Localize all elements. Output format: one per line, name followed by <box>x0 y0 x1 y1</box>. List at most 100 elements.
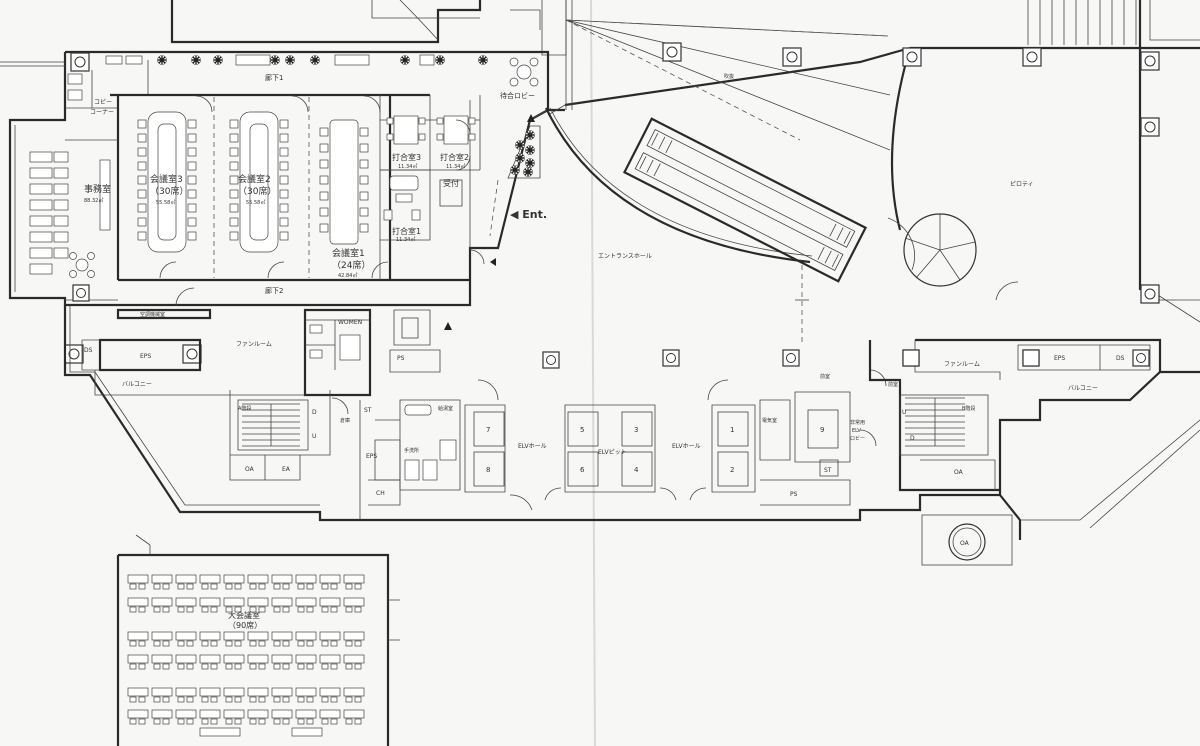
chair <box>177 718 185 725</box>
top-structures <box>170 0 1200 56</box>
chair <box>258 696 266 703</box>
copy-corner-label-2: コーナー <box>90 109 114 116</box>
control-room-label: 空調機械室 <box>140 311 165 318</box>
elevator-8-label: 8 <box>486 466 490 474</box>
desk <box>127 654 149 664</box>
desk <box>151 709 173 719</box>
chair <box>321 718 329 725</box>
electric-room-label: 電気室 <box>762 417 777 424</box>
chair <box>297 718 305 725</box>
chair <box>321 606 329 613</box>
chair <box>138 718 146 725</box>
stair-a-down-label: D <box>312 409 317 416</box>
desk <box>151 597 173 607</box>
desk <box>199 709 221 719</box>
chair <box>129 663 137 670</box>
elevator-5-label: 5 <box>580 426 584 434</box>
desk <box>343 597 365 607</box>
meeting2-area-label: 11.34㎡ <box>446 163 465 170</box>
chair <box>138 640 146 647</box>
conf3-area-label: 55.58㎡ <box>156 199 175 206</box>
elv-pit-label: ELVピット <box>598 449 627 456</box>
desk <box>175 597 197 607</box>
office-area-label: 88.32㎡ <box>84 197 103 204</box>
corridor-1-label: 廊下1 <box>265 73 283 82</box>
oa-left-label: OA <box>245 466 255 473</box>
chair <box>282 718 290 725</box>
paper-fold <box>590 0 596 746</box>
oa-circle-label: OA <box>960 540 970 547</box>
grand-conference-seats-label: （90席） <box>228 620 262 630</box>
elevator-6-label: 6 <box>580 466 585 474</box>
chair <box>177 696 185 703</box>
handwash-label: 手洗所 <box>404 447 419 454</box>
balcony-right-label: バルコニー <box>1068 385 1098 392</box>
conf3-furniture <box>137 111 197 253</box>
chair <box>345 696 353 703</box>
meeting-furniture <box>383 115 476 221</box>
chair <box>162 696 170 703</box>
chair <box>153 583 161 590</box>
desk <box>175 709 197 719</box>
chair <box>234 663 242 670</box>
chair <box>258 606 266 613</box>
desk <box>319 597 341 607</box>
chair <box>138 696 146 703</box>
chair <box>177 583 185 590</box>
emergency-elv-label-2: ELV <box>852 428 861 434</box>
desk <box>271 709 293 719</box>
desk <box>247 687 269 697</box>
desk <box>319 631 341 641</box>
conf2-area-label: 55.58㎡ <box>246 199 265 206</box>
chair <box>177 606 185 613</box>
conf3-label: 会議室3 <box>150 173 183 185</box>
desk <box>247 631 269 641</box>
desk <box>319 709 341 719</box>
chair <box>138 583 146 590</box>
desk <box>247 709 269 719</box>
stair-a-up-label: U <box>312 433 316 440</box>
chair <box>297 583 305 590</box>
desk <box>127 709 149 719</box>
desk <box>295 597 317 607</box>
chair <box>225 718 233 725</box>
desk <box>223 687 245 697</box>
chair <box>234 606 242 613</box>
chair <box>321 696 329 703</box>
desk <box>175 631 197 641</box>
stair-b-down-label: D <box>910 435 915 442</box>
desk <box>223 631 245 641</box>
chair <box>153 718 161 725</box>
chair <box>330 640 338 647</box>
chair <box>273 696 281 703</box>
elevator-1-label: 1 <box>730 426 734 434</box>
chair <box>345 606 353 613</box>
chair <box>345 640 353 647</box>
chair <box>138 663 146 670</box>
grand-conference-room-walls <box>116 534 400 746</box>
columns-hall <box>542 42 1160 369</box>
chair <box>201 640 209 647</box>
room-labels: 廊下1 待合ロビー コピー コーナー 事務室 88.32㎡ 会議室3 （30席）… <box>84 73 1125 630</box>
desk <box>151 631 173 641</box>
chair <box>162 606 170 613</box>
chair <box>129 640 137 647</box>
desk <box>151 654 173 664</box>
chair <box>306 696 314 703</box>
chair <box>162 583 170 590</box>
chair <box>225 640 233 647</box>
chair <box>273 583 281 590</box>
elevator-7-label: 7 <box>486 426 490 434</box>
chair <box>129 718 137 725</box>
chair <box>162 718 170 725</box>
desk <box>343 687 365 697</box>
lobby-table <box>509 57 539 87</box>
desk <box>223 574 245 584</box>
chair <box>177 640 185 647</box>
reception-label: 受付 <box>443 178 459 188</box>
desk <box>343 709 365 719</box>
chair <box>186 718 194 725</box>
ps-right-label: PS <box>790 491 798 498</box>
chair <box>354 663 362 670</box>
